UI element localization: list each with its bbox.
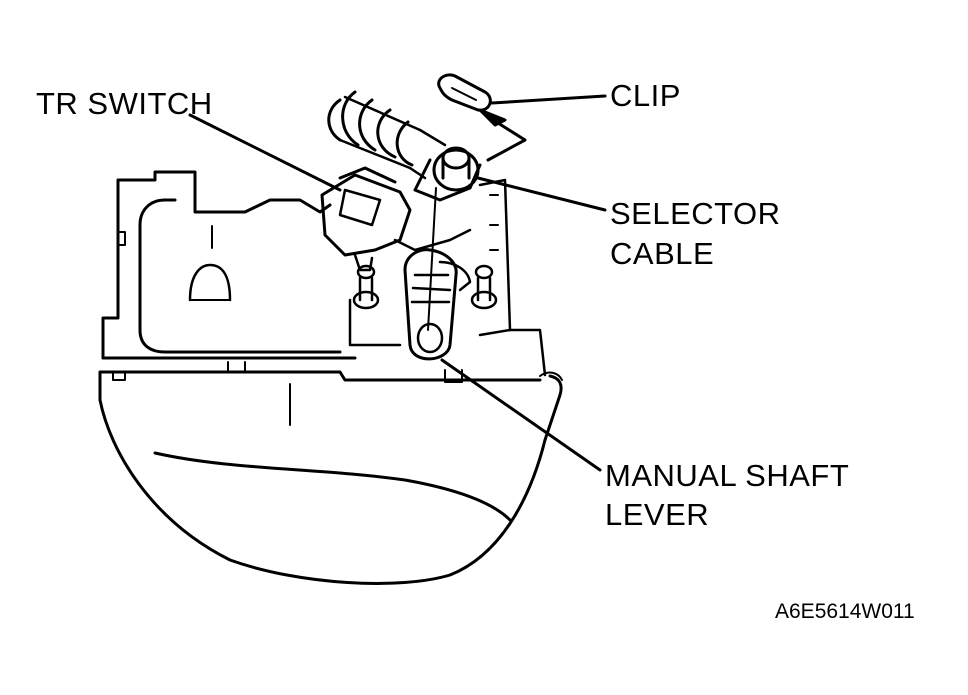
- tr-switch-leader: [188, 113, 342, 192]
- tr-switch-body: [320, 166, 472, 272]
- manual-shaft-lever-label-line1: MANUAL SHAFT: [605, 458, 850, 493]
- oil-pan: [98, 361, 563, 585]
- clip-leader: [490, 94, 607, 105]
- clip-label: CLIP: [610, 78, 681, 113]
- clip-install-arrow: [478, 108, 527, 162]
- manual-shaft-lever-part: [403, 187, 472, 361]
- tr-switch-label: TR SWITCH: [36, 86, 213, 121]
- clip-part: [437, 73, 492, 112]
- manual-shaft-lever-label-line2: LEVER: [605, 497, 710, 532]
- leader-lines: [188, 94, 607, 472]
- mounting-studs: [352, 264, 498, 310]
- wire-harness: [327, 90, 447, 180]
- selector-cable-end: [413, 146, 482, 202]
- figure-code: A6E5614W011: [775, 600, 915, 623]
- selector-cable-label-line1: SELECTOR: [610, 196, 781, 231]
- selector-cable-leader: [476, 176, 607, 212]
- manual-shaft-lever-leader: [440, 358, 602, 472]
- selector-cable-label-line2: CABLE: [610, 236, 715, 271]
- transmission-case: [101, 170, 547, 377]
